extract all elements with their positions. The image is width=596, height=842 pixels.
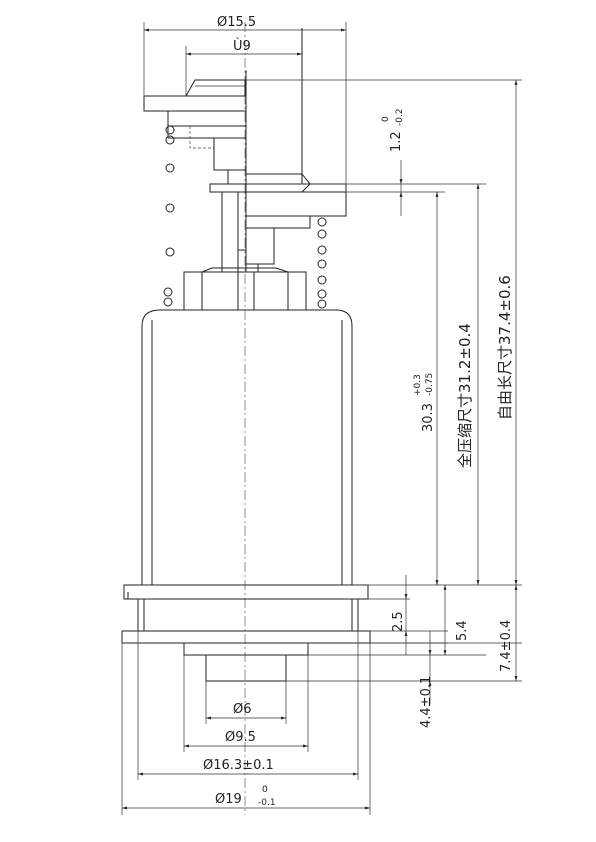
dim-base-height: 5.4 <box>455 620 470 641</box>
dim-base-flange-lower: -0.1 <box>258 798 276 808</box>
dim-stroke-upper: +0.3 <box>413 374 423 396</box>
dim-base-step: 2.5 <box>391 611 406 632</box>
base <box>121 584 371 682</box>
dim-base-total: 7.4±0.4 <box>499 620 514 672</box>
dim-cap-thickness-lower: -0.2 <box>395 108 405 126</box>
dim-stud-height: 4.4±0.1 <box>419 676 434 728</box>
dim-free-length: 自由长尺寸37.4±0.6 <box>496 275 514 420</box>
dim-cap-thickness-upper: 0 <box>381 116 391 122</box>
main-body <box>141 309 353 585</box>
dim-base-flange-upper: 0 <box>262 785 268 795</box>
dim-compressed-length: 全压缩尺寸31.2±0.4 <box>456 323 474 468</box>
dim-top-cap-dia: Ù9 <box>233 38 251 54</box>
dim-base-flange-dia: Ø19 <box>215 792 242 807</box>
spring-coils <box>163 125 327 309</box>
dim-stud-outer-dia: Ø9.5 <box>225 730 256 745</box>
dim-base-body-dia: Ø16.3±0.1 <box>203 758 274 773</box>
dim-stroke-lower: -0.75 <box>425 373 435 396</box>
dim-stud-dia: Ø6 <box>233 702 252 717</box>
dim-top-flange-dia: Ø15.5 <box>217 15 256 30</box>
dim-cap-thickness: 1.2 <box>389 131 404 152</box>
dim-stroke: 30.3 <box>421 403 436 432</box>
